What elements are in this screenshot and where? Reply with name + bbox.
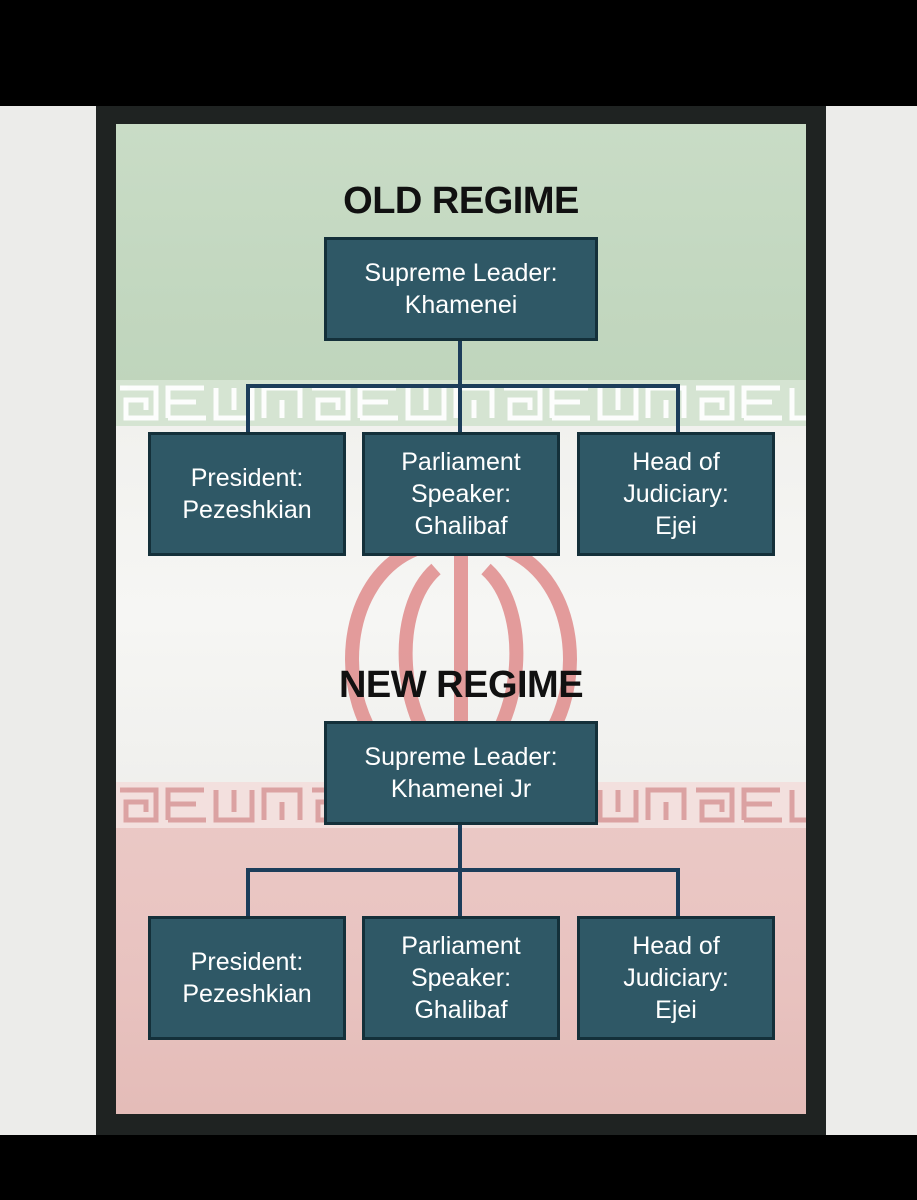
old-judiciary-box: Head of Judiciary: Ejei [577, 432, 775, 556]
new-president-role: President: [190, 948, 304, 976]
new-connector-horizontal [246, 868, 680, 872]
old-connector-right [676, 384, 680, 434]
old-supreme-leader-role: Supreme Leader: [364, 259, 558, 287]
new-connector-middle [458, 868, 462, 918]
old-connector-middle [458, 384, 462, 434]
old-judiciary-name: Ejei [655, 512, 697, 540]
old-supreme-leader-box: Supreme Leader: Khamenei [324, 237, 598, 341]
old-judiciary-role-2: Judiciary: [623, 480, 729, 508]
bottom-black-bar [0, 1135, 917, 1200]
old-president-box: President: Pezeshkian [148, 432, 346, 556]
old-speaker-role-1: Parliament [401, 448, 521, 476]
new-connector-left [246, 868, 250, 918]
new-speaker-role-1: Parliament [401, 932, 521, 960]
new-judiciary-role-1: Head of [632, 932, 720, 960]
new-connector-right [676, 868, 680, 918]
top-black-bar [0, 0, 917, 106]
new-judiciary-role-2: Judiciary: [623, 964, 729, 992]
new-regime-title: NEW REGIME [338, 664, 584, 706]
new-president-box: President: Pezeshkian [148, 916, 346, 1040]
old-speaker-role-2: Speaker: [410, 480, 512, 508]
old-connector-vertical-top [458, 338, 462, 386]
old-speaker-box: Parliament Speaker: Ghalibaf [362, 432, 560, 556]
old-connector-horizontal [246, 384, 680, 388]
old-regime-title: OLD REGIME [343, 180, 579, 222]
new-president-name: Pezeshkian [182, 980, 312, 1008]
new-connector-vertical-top [458, 822, 462, 870]
new-supreme-leader-name: Khamenei Jr [390, 775, 532, 803]
old-connector-left [246, 384, 250, 434]
new-supreme-leader-role: Supreme Leader: [364, 743, 558, 771]
old-judiciary-role-1: Head of [632, 448, 720, 476]
old-president-name: Pezeshkian [182, 496, 312, 524]
new-judiciary-box: Head of Judiciary: Ejei [577, 916, 775, 1040]
new-speaker-box: Parliament Speaker: Ghalibaf [362, 916, 560, 1040]
old-speaker-name: Ghalibaf [414, 512, 508, 540]
new-speaker-role-2: Speaker: [410, 964, 512, 992]
old-president-role: President: [190, 464, 304, 492]
new-judiciary-name: Ejei [655, 996, 697, 1024]
new-supreme-leader-box: Supreme Leader: Khamenei Jr [324, 721, 598, 825]
old-supreme-leader-name: Khamenei [404, 291, 518, 319]
poster: OLD REGIME NEW REGIME Supreme Leader: Kh… [116, 124, 806, 1114]
new-speaker-name: Ghalibaf [414, 996, 508, 1024]
